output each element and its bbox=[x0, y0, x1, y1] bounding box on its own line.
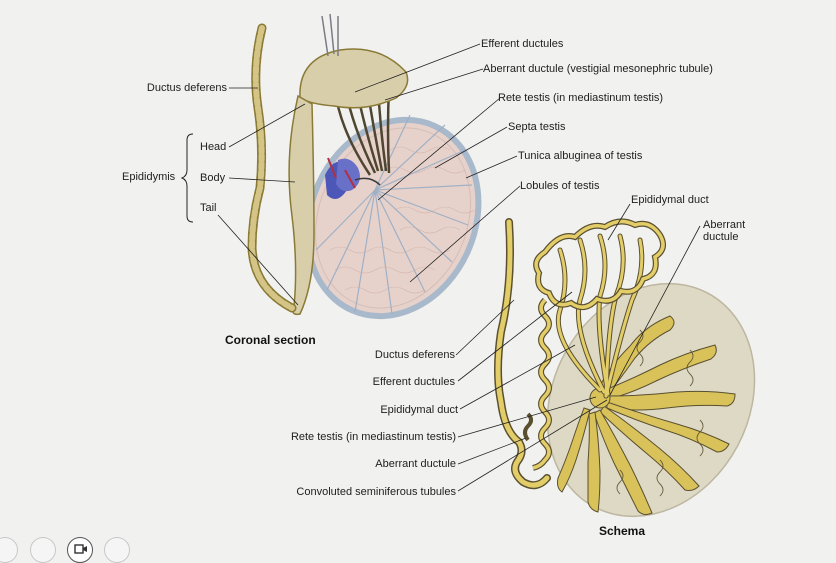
epididymis-head bbox=[299, 48, 409, 109]
label-head: Head bbox=[200, 141, 227, 153]
viewer-control-button-2[interactable] bbox=[30, 537, 56, 563]
epididymis-body bbox=[288, 94, 315, 316]
epididymis-bracket bbox=[180, 133, 194, 223]
label-body: Body bbox=[200, 172, 226, 184]
label-epididymal-duct-top: Epididymal duct bbox=[631, 194, 709, 206]
caption-coronal-section: Coronal section bbox=[225, 333, 316, 347]
label-tunica-albuginea: Tunica albuginea of testis bbox=[518, 150, 643, 162]
label-efferent-ductules-top: Efferent ductules bbox=[481, 38, 564, 50]
label-rete-testis-top: Rete testis (in mediastinum testis) bbox=[498, 92, 664, 104]
mediastinum-vessels bbox=[325, 157, 381, 199]
leader-lines-schema bbox=[455, 203, 701, 492]
seminiferous-tubules-schema bbox=[557, 315, 736, 516]
label-lobules-of-testis: Lobules of testis bbox=[520, 180, 600, 192]
caption-schema: Schema bbox=[599, 524, 646, 538]
septa-testis-lines bbox=[315, 114, 473, 315]
label-aberrant-ductule-top: Aberrant ductule (vestigial mesonephric … bbox=[483, 63, 713, 75]
label-epididymis: Epididymis bbox=[122, 171, 176, 183]
schema-figure bbox=[455, 203, 756, 518]
more-options-icon[interactable] bbox=[104, 537, 130, 563]
leader-lines-coronal bbox=[217, 43, 521, 306]
label-ductus-deferens-bottom: Ductus deferens bbox=[374, 349, 455, 361]
coronal-section-figure bbox=[180, 13, 521, 320]
label-septa-testis: Septa testis bbox=[508, 121, 566, 133]
label-efferent-ductules-bottom: Efferent ductules bbox=[372, 376, 455, 388]
label-tail: Tail bbox=[200, 202, 217, 214]
label-convoluted-tubules: Convoluted seminiferous tubules bbox=[296, 486, 456, 498]
label-aberrant: Aberrant bbox=[703, 219, 746, 231]
video-icon[interactable] bbox=[67, 537, 93, 563]
label-epididymal-duct-bottom: Epididymal duct bbox=[380, 404, 458, 416]
label-rete-testis-bottom: Rete testis (in mediastinum testis) bbox=[290, 431, 456, 443]
label-ductus-deferens-top: Ductus deferens bbox=[146, 82, 227, 94]
label-ductule: ductule bbox=[703, 231, 739, 243]
label-aberrant-ductule-bottom: Aberrant ductule bbox=[375, 458, 456, 470]
